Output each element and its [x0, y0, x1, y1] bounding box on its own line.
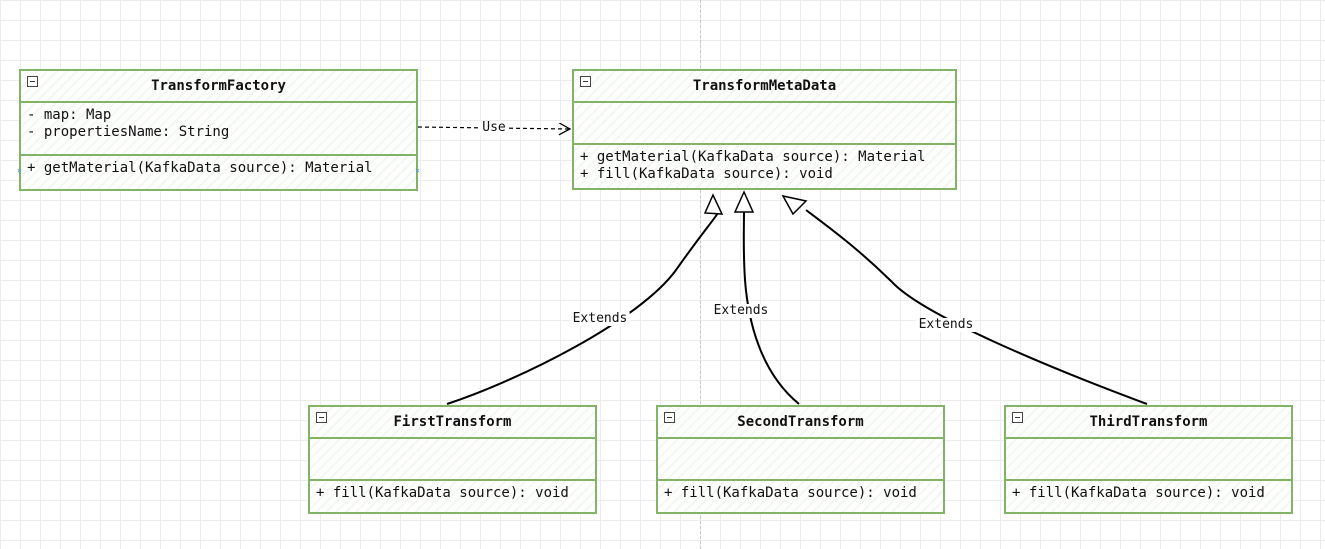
third-transform-class[interactable]: ThirdTransform + fill(KafkaData source):… — [1004, 405, 1293, 514]
inheritance-arrow-first — [703, 193, 724, 215]
operations-compartment: + getMaterial(KafkaData source): Materia… — [21, 156, 416, 181]
transform-meta-data-class[interactable]: TransformMetaData + getMaterial(KafkaDat… — [572, 69, 957, 190]
inheritance-arrow-third — [781, 194, 808, 216]
first-transform-class[interactable]: FirstTransform + fill(KafkaData source):… — [308, 405, 597, 514]
attribute-map: - map: Map — [27, 107, 112, 123]
class-name: TransformMetaData — [692, 78, 837, 94]
operation-fill: + fill(KafkaData source): void — [1012, 485, 1265, 501]
collapse-icon[interactable] — [316, 412, 327, 423]
class-header: ThirdTransform — [1006, 407, 1291, 439]
class-header: FirstTransform — [310, 407, 595, 439]
operation-fill: + fill(KafkaData source): void — [664, 485, 917, 501]
operations-compartment: + fill(KafkaData source): void — [1006, 481, 1291, 506]
resize-handle-left-icon[interactable]: ✕ — [17, 166, 22, 175]
operations-compartment: + fill(KafkaData source): void — [658, 481, 943, 506]
class-header: TransformFactory — [21, 71, 416, 103]
use-dependency-line[interactable] — [417, 127, 570, 129]
operations-compartment: + fill(KafkaData source): void — [310, 481, 595, 506]
collapse-icon[interactable] — [1012, 412, 1023, 423]
operations-compartment: + getMaterial(KafkaData source): Materia… — [574, 145, 955, 187]
class-name: TransformFactory — [151, 78, 286, 94]
attributes-compartment — [310, 439, 595, 481]
collapse-icon[interactable] — [664, 412, 675, 423]
attributes-compartment — [1006, 439, 1291, 481]
class-name: SecondTransform — [737, 414, 864, 430]
operation-fill: + fill(KafkaData source): void — [316, 485, 569, 501]
extends-line-third[interactable] — [805, 209, 1148, 405]
resize-handle-right-icon[interactable]: ✕ — [415, 166, 420, 175]
use-label: Use — [480, 120, 508, 135]
extends-line-second[interactable] — [742, 211, 800, 405]
class-header: TransformMetaData — [574, 71, 955, 103]
class-name: ThirdTransform — [1089, 414, 1208, 430]
attributes-compartment — [658, 439, 943, 481]
attributes-compartment — [574, 103, 955, 145]
collapse-icon[interactable] — [27, 76, 38, 87]
inheritance-arrow-second — [733, 190, 755, 213]
operation-get-material: + getMaterial(KafkaData source): Materia… — [580, 149, 926, 165]
attributes-compartment: - map: Map - propertiesName: String — [21, 103, 416, 156]
operation-get-material: + getMaterial(KafkaData source): Materia… — [27, 160, 373, 176]
extends-label-third: Extends — [916, 317, 976, 332]
transform-factory-class[interactable]: TransformFactory - map: Map - properties… — [17, 69, 420, 191]
extends-label-first: Extends — [570, 311, 630, 326]
extends-line-first[interactable] — [446, 212, 719, 405]
collapse-icon[interactable] — [580, 76, 591, 87]
class-header: SecondTransform — [658, 407, 943, 439]
attribute-properties-name: - propertiesName: String — [27, 124, 230, 140]
operation-fill: + fill(KafkaData source): void — [580, 166, 833, 182]
second-transform-class[interactable]: SecondTransform + fill(KafkaData source)… — [656, 405, 945, 514]
page-break-guide — [700, 0, 701, 549]
class-name: FirstTransform — [393, 414, 512, 430]
extends-label-second: Extends — [711, 303, 771, 318]
